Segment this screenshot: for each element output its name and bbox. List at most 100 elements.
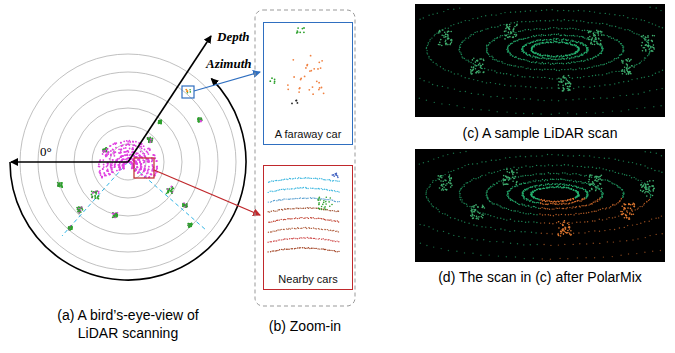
point xyxy=(518,58,519,59)
point xyxy=(610,61,611,62)
point xyxy=(616,39,617,40)
point xyxy=(327,219,328,220)
point xyxy=(646,41,647,42)
point xyxy=(300,247,301,248)
point xyxy=(488,54,489,55)
point xyxy=(526,43,527,44)
point xyxy=(115,143,117,145)
point xyxy=(578,61,579,62)
point xyxy=(491,27,492,28)
point xyxy=(587,47,588,48)
point xyxy=(80,207,82,209)
point xyxy=(301,228,302,229)
point xyxy=(539,40,540,41)
point xyxy=(331,220,332,221)
point xyxy=(303,237,304,238)
point xyxy=(569,42,570,43)
point xyxy=(524,59,525,60)
point xyxy=(129,148,131,150)
point xyxy=(473,63,474,64)
point xyxy=(169,188,171,190)
point xyxy=(111,164,113,166)
point xyxy=(526,52,527,53)
point xyxy=(147,148,149,150)
point xyxy=(537,40,538,41)
point xyxy=(547,87,548,88)
point xyxy=(537,57,538,58)
point xyxy=(535,44,536,45)
point xyxy=(68,228,70,230)
point xyxy=(80,207,82,209)
point xyxy=(186,91,188,93)
point xyxy=(567,43,568,44)
point xyxy=(298,208,299,209)
point xyxy=(531,62,532,63)
point xyxy=(143,155,145,157)
point xyxy=(525,21,526,22)
point xyxy=(316,218,317,219)
point xyxy=(609,36,610,37)
point xyxy=(565,43,566,44)
point xyxy=(621,54,622,55)
point xyxy=(566,63,567,64)
point xyxy=(156,166,158,168)
point xyxy=(515,57,516,58)
point xyxy=(529,43,530,44)
point xyxy=(609,25,610,26)
point xyxy=(114,214,116,216)
point xyxy=(120,142,122,144)
point xyxy=(298,228,299,229)
point xyxy=(649,51,650,52)
point xyxy=(299,218,300,219)
point xyxy=(152,166,154,168)
point xyxy=(184,204,186,206)
point xyxy=(591,40,592,41)
point xyxy=(125,144,127,146)
point xyxy=(556,27,557,28)
point xyxy=(307,64,309,66)
point xyxy=(541,58,542,59)
point xyxy=(468,78,469,79)
point xyxy=(465,77,466,78)
point xyxy=(123,167,125,169)
point xyxy=(532,42,533,43)
point xyxy=(269,181,270,182)
point xyxy=(61,184,63,186)
point xyxy=(123,159,125,161)
point xyxy=(574,44,575,45)
point xyxy=(538,53,539,54)
point xyxy=(584,60,585,61)
point xyxy=(325,209,327,211)
point xyxy=(644,77,645,78)
point xyxy=(321,188,322,189)
point xyxy=(492,40,493,41)
point xyxy=(188,223,190,225)
point xyxy=(601,51,602,52)
point xyxy=(324,239,325,240)
point xyxy=(593,41,594,42)
point xyxy=(575,51,576,52)
point xyxy=(276,180,277,181)
point xyxy=(556,34,557,35)
point xyxy=(566,58,567,59)
point xyxy=(494,38,495,39)
point xyxy=(121,145,123,147)
point xyxy=(634,65,635,66)
point xyxy=(539,44,540,45)
point xyxy=(564,28,565,29)
point xyxy=(109,173,111,175)
point xyxy=(103,166,105,168)
point xyxy=(309,228,310,229)
point xyxy=(322,198,323,199)
point xyxy=(314,207,315,208)
point xyxy=(484,68,485,69)
point xyxy=(101,177,103,179)
point xyxy=(574,62,575,63)
point xyxy=(306,228,307,229)
point xyxy=(106,148,108,150)
point xyxy=(468,37,469,38)
point xyxy=(311,217,312,218)
point xyxy=(312,248,313,249)
point xyxy=(588,22,589,23)
point xyxy=(114,217,116,219)
